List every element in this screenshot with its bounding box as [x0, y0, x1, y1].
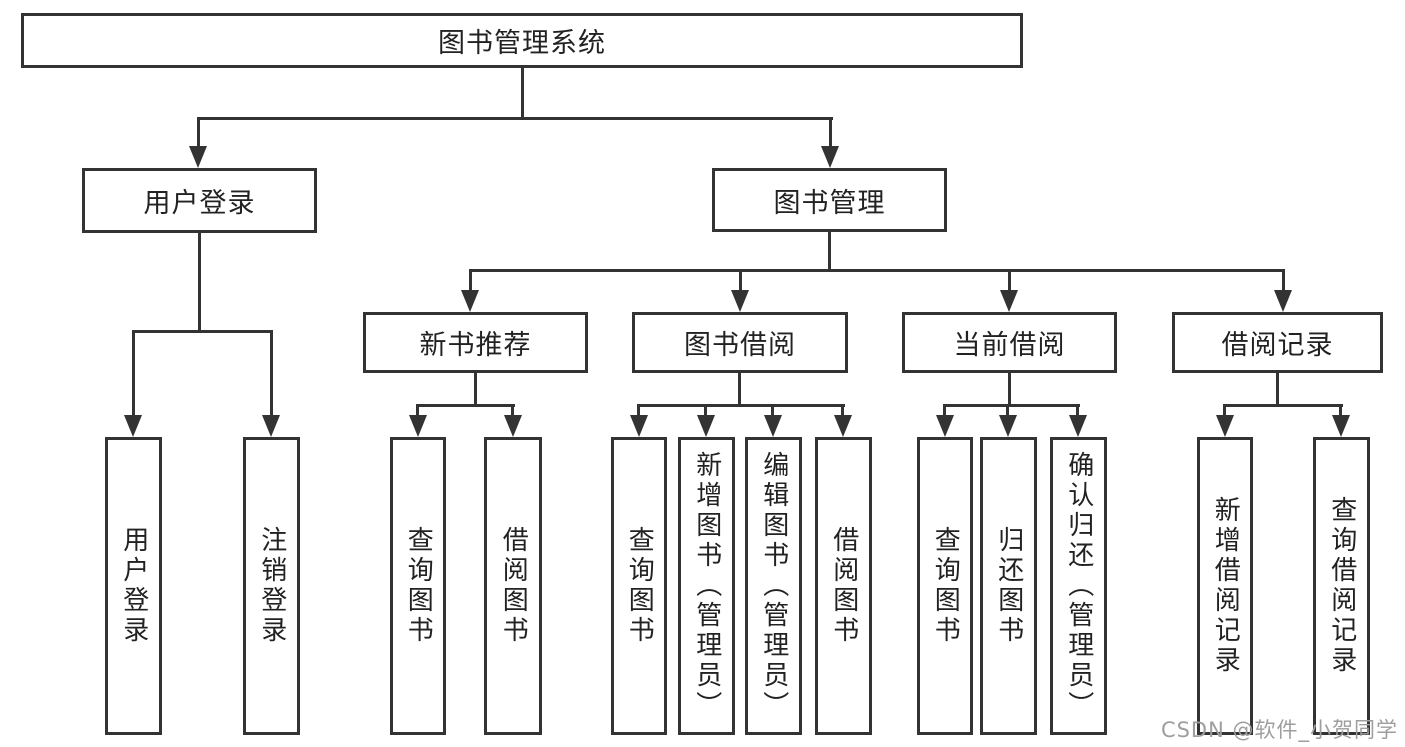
arrow-down-icon: [409, 415, 427, 437]
arrow-down-icon: [697, 415, 715, 437]
connector-line: [270, 330, 273, 417]
node-book-management: 图书管理: [712, 168, 947, 232]
leaf-query-books-recommend: 查询图书: [390, 437, 446, 735]
connector-line: [197, 117, 833, 120]
leaf-confirm-return-admin-label: 确认归还（管理员）: [1063, 451, 1094, 721]
arrow-down-icon: [834, 415, 852, 437]
leaf-add-borrow-record-label: 新增借阅记录: [1210, 496, 1241, 676]
connector-line: [198, 233, 201, 333]
connector-line: [469, 269, 472, 292]
leaf-edit-book-admin: 编辑图书（管理员）: [745, 437, 802, 735]
connector-line: [1282, 269, 1285, 292]
connector-line: [1006, 404, 1009, 417]
leaf-query-books-borrow-label: 查询图书: [624, 526, 655, 646]
arrow-down-icon: [999, 415, 1017, 437]
arrow-down-icon: [1069, 415, 1087, 437]
leaf-query-books-borrow: 查询图书: [611, 437, 667, 735]
connector-line: [841, 404, 844, 417]
leaf-borrow-books-recommend-label: 借阅图书: [498, 526, 529, 646]
connector-line: [943, 404, 1080, 407]
connector-line: [1008, 373, 1011, 407]
node-book-borrow: 图书借阅: [632, 312, 848, 373]
leaf-query-books-recommend-label: 查询图书: [403, 526, 434, 646]
leaf-borrow-books-borrow-label: 借阅图书: [828, 526, 859, 646]
connector-line: [1223, 404, 1343, 407]
leaf-borrow-books-borrow: 借阅图书: [815, 437, 872, 735]
connector-line: [771, 404, 774, 417]
arrow-down-icon: [1216, 415, 1234, 437]
connector-line: [417, 404, 515, 407]
leaf-confirm-return-admin: 确认归还（管理员）: [1050, 437, 1107, 735]
arrow-down-icon: [764, 415, 782, 437]
connector-line: [474, 373, 477, 407]
connector-line: [1076, 404, 1079, 417]
leaf-borrow-books-recommend: 借阅图书: [484, 437, 542, 735]
leaf-query-books-current-label: 查询图书: [930, 526, 961, 646]
connector-line: [1223, 404, 1226, 417]
node-new-book-recommend: 新书推荐: [363, 312, 588, 373]
arrow-down-icon: [1000, 290, 1018, 312]
node-current-borrow: 当前借阅: [902, 312, 1117, 373]
arrow-down-icon: [124, 415, 142, 437]
arrow-down-icon: [630, 415, 648, 437]
connector-line: [637, 404, 640, 417]
leaf-add-book-admin-label: 新增图书（管理员）: [691, 451, 722, 721]
connector-line: [521, 68, 524, 120]
connector-line: [416, 404, 419, 417]
leaf-edit-book-admin-label: 编辑图书（管理员）: [758, 451, 789, 721]
node-borrow-records: 借阅记录: [1172, 312, 1383, 373]
node-borrow-records-label: 借阅记录: [1221, 330, 1334, 361]
arrow-down-icon: [262, 415, 280, 437]
leaf-query-books-current: 查询图书: [917, 437, 973, 735]
connector-line: [739, 269, 742, 292]
arrow-down-icon: [504, 415, 522, 437]
connector-line: [511, 404, 514, 417]
connector-line: [197, 117, 200, 148]
leaf-logout-login-label: 注销登录: [256, 526, 287, 646]
arrow-down-icon: [821, 146, 839, 168]
leaf-user-login: 用户登录: [105, 437, 162, 735]
arrow-down-icon: [731, 290, 749, 312]
node-new-book-recommend-label: 新书推荐: [419, 330, 532, 361]
connector-line: [829, 117, 832, 148]
node-root: 图书管理系统: [21, 13, 1023, 68]
leaf-return-books-label: 归还图书: [993, 526, 1024, 646]
node-book-management-label: 图书管理: [773, 187, 886, 219]
leaf-query-borrow-record: 查询借阅记录: [1313, 437, 1370, 735]
leaf-add-book-admin: 新增图书（管理员）: [678, 437, 735, 735]
node-root-label: 图书管理系统: [438, 28, 606, 59]
node-current-borrow-label: 当前借阅: [953, 330, 1066, 361]
node-user-login: 用户登录: [82, 168, 317, 233]
leaf-user-login-label: 用户登录: [118, 526, 149, 646]
arrow-down-icon: [1274, 290, 1292, 312]
connector-line: [1276, 373, 1279, 407]
connector-line: [132, 330, 135, 417]
connector-line: [1008, 269, 1011, 292]
connector-line: [738, 373, 741, 407]
connector-line: [1339, 404, 1342, 417]
arrow-down-icon: [461, 290, 479, 312]
node-book-borrow-label: 图书借阅: [684, 330, 796, 361]
leaf-return-books: 归还图书: [980, 437, 1037, 735]
watermark: CSDN @软件_小贺同学: [1160, 718, 1398, 742]
arrow-down-icon: [936, 415, 954, 437]
connector-line: [943, 404, 946, 417]
connector-line: [469, 269, 1285, 272]
arrow-down-icon: [189, 146, 207, 168]
arrow-down-icon: [1332, 415, 1350, 437]
connector-line: [704, 404, 707, 417]
connector-line: [637, 404, 845, 407]
connector-line: [132, 330, 273, 333]
node-user-login-label: 用户登录: [143, 188, 256, 219]
leaf-logout-login: 注销登录: [243, 437, 300, 735]
connector-line: [828, 232, 831, 272]
leaf-add-borrow-record: 新增借阅记录: [1197, 437, 1253, 735]
leaf-query-borrow-record-label: 查询借阅记录: [1326, 496, 1357, 676]
